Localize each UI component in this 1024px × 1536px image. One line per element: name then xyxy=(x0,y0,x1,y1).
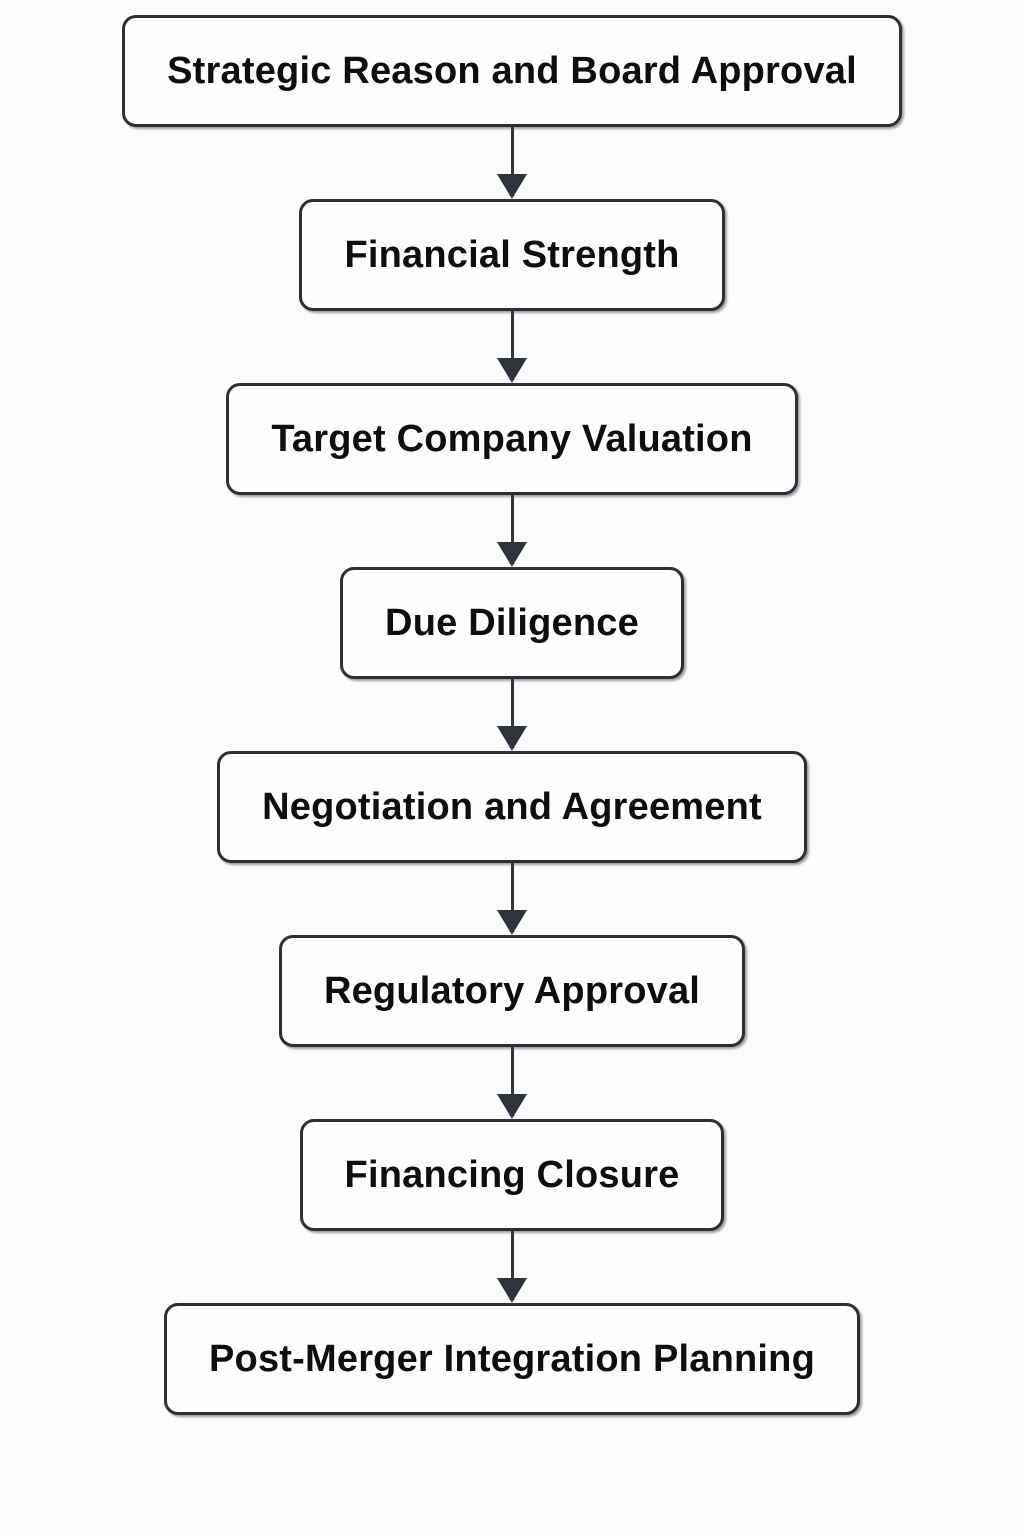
arrow-down-icon xyxy=(497,174,527,199)
arrow-line xyxy=(510,863,514,910)
flow-node-label: Target Company Valuation xyxy=(271,417,753,460)
arrow-down-icon xyxy=(497,910,527,935)
arrow-line xyxy=(510,679,514,726)
flow-node-label: Regulatory Approval xyxy=(323,969,701,1012)
flow-node-due-diligence: Due Diligence xyxy=(340,567,684,679)
arrow-line xyxy=(510,311,514,358)
arrow-down-icon xyxy=(497,726,527,751)
arrow-down-icon xyxy=(497,358,527,383)
flow-arrow xyxy=(497,1047,527,1119)
flow-node-label: Strategic Reason and Board Approval xyxy=(167,49,857,92)
arrow-line xyxy=(510,127,514,174)
flow-node-label: Financial Strength xyxy=(344,233,680,276)
flow-node-strategic-reason-board-approval: Strategic Reason and Board Approval xyxy=(122,15,902,127)
flow-node-label: Post-Merger Integration Planning xyxy=(209,1337,815,1380)
arrow-line xyxy=(510,495,514,542)
arrow-down-icon xyxy=(497,542,527,567)
flow-arrow xyxy=(497,1231,527,1303)
arrow-down-icon xyxy=(497,1094,527,1119)
flow-arrow xyxy=(497,863,527,935)
flow-node-regulatory-approval: Regulatory Approval xyxy=(278,935,746,1047)
flow-node-target-company-valuation: Target Company Valuation xyxy=(226,383,798,495)
flow-arrow xyxy=(497,127,527,199)
flow-node-label: Due Diligence xyxy=(385,601,639,644)
flow-node-post-merger-integration-planning: Post-Merger Integration Planning xyxy=(164,1303,860,1415)
arrow-down-icon xyxy=(497,1278,527,1303)
arrow-line xyxy=(510,1047,514,1094)
flow-arrow xyxy=(497,495,527,567)
flow-node-label: Negotiation and Agreement xyxy=(262,785,762,828)
flow-arrow xyxy=(497,311,527,383)
flow-node-negotiation-and-agreement: Negotiation and Agreement xyxy=(217,751,807,863)
flow-node-financial-strength: Financial Strength xyxy=(299,199,725,311)
flow-arrow xyxy=(497,679,527,751)
flow-node-financing-closure: Financing Closure xyxy=(299,1119,725,1231)
flow-node-label: Financing Closure xyxy=(344,1153,680,1196)
arrow-line xyxy=(510,1231,514,1278)
